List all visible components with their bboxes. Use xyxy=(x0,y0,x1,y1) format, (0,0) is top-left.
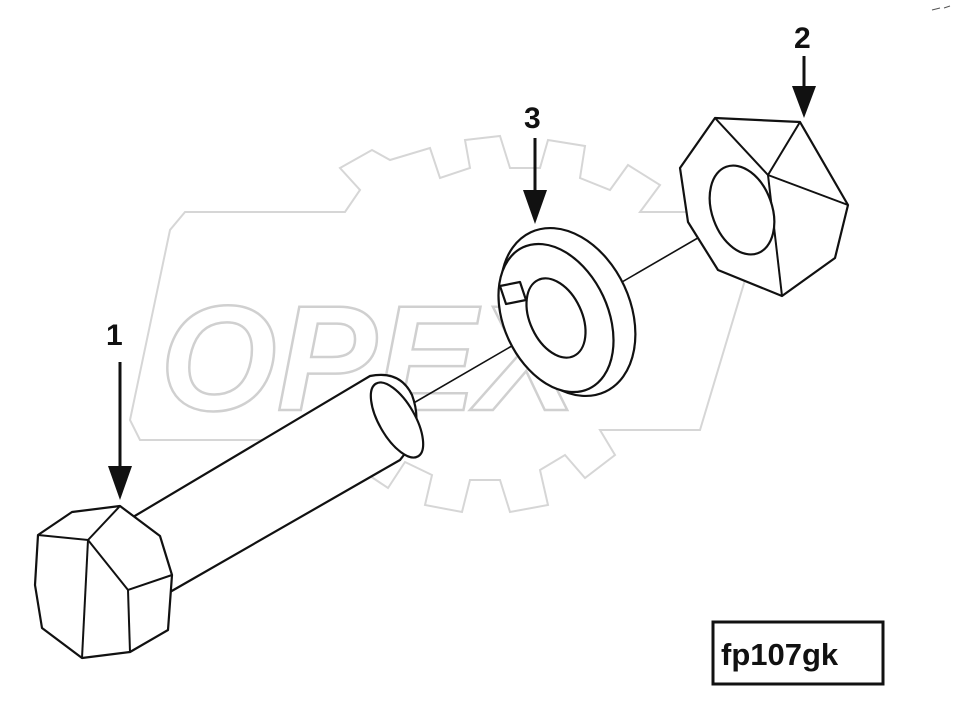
nut-hole xyxy=(708,164,776,256)
corner-mark xyxy=(931,5,951,11)
callout-3-arrowhead xyxy=(523,190,547,224)
bolt-head-edge-front xyxy=(127,589,131,653)
reference-code-border xyxy=(711,620,885,686)
washer-split xyxy=(498,280,528,306)
reference-code-text: fp107gk xyxy=(721,637,839,672)
washer-hole xyxy=(525,277,587,359)
callout-1: 1 xyxy=(106,319,132,500)
callout-3: 3 xyxy=(523,102,547,224)
reference-code-box: fp107gk xyxy=(711,620,885,686)
bolt-head-edge-left xyxy=(81,539,89,659)
nut-edge-front xyxy=(767,174,783,297)
bolt-end-face xyxy=(369,381,425,459)
watermark-gear xyxy=(128,134,762,514)
bolt-head xyxy=(33,504,174,660)
callout-label-2: 2 xyxy=(794,22,811,55)
nut-part xyxy=(678,116,850,298)
nut-edge-right xyxy=(767,174,849,206)
washer-part xyxy=(497,226,637,398)
callout-label-1: 1 xyxy=(106,319,123,352)
callout-1-arrowhead xyxy=(108,466,132,500)
callout-2: 2 xyxy=(792,22,816,118)
bolt-part xyxy=(33,373,425,660)
callout-2-arrowhead xyxy=(792,86,816,118)
watermark-logo: OPEX xyxy=(128,134,762,514)
callout-label-3: 3 xyxy=(524,102,541,135)
